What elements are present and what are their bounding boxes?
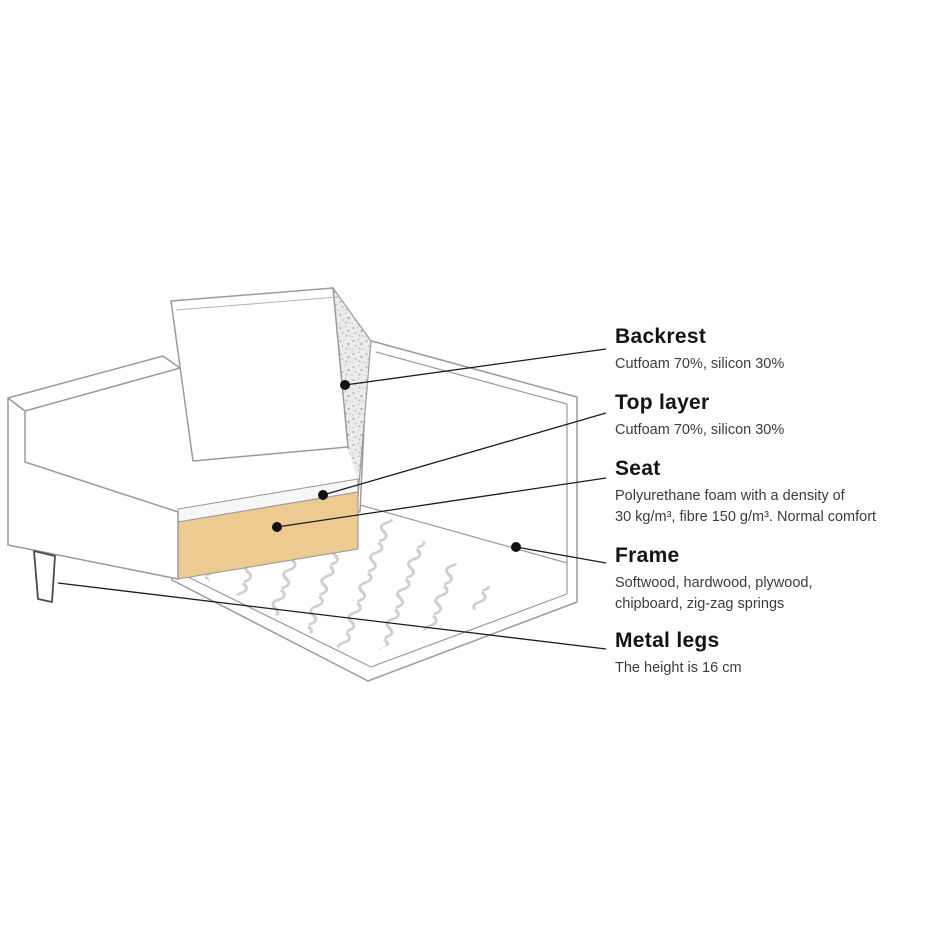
frame-inner-edges: [179, 351, 568, 668]
label-frame-title: Frame: [615, 544, 680, 567]
label-metal-legs-title: Metal legs: [615, 629, 720, 652]
label-backrest: Backrest Cutfoam 70%, silicon 30%: [615, 325, 937, 375]
sofa-leg: [33, 550, 56, 603]
backrest-cushion: [170, 287, 349, 462]
leader-seat: [276, 477, 607, 528]
label-top-layer-desc: Cutfoam 70%, silicon 30%: [615, 422, 785, 438]
leader-metal-legs: [57, 582, 607, 650]
dot-top-layer: [318, 490, 328, 500]
label-seat-title: Seat: [615, 457, 661, 480]
label-metal-legs-desc: The height is 16 cm: [615, 660, 742, 676]
callout-lines: [57, 348, 607, 650]
label-top-layer-title: Top layer: [615, 391, 710, 414]
leader-top-layer: [322, 412, 607, 496]
label-backrest-desc: Cutfoam 70%, silicon 30%: [615, 356, 785, 372]
dot-frame: [511, 542, 521, 552]
dot-seat: [272, 522, 282, 532]
zigzag-springs: [198, 510, 505, 658]
dot-backrest: [340, 380, 350, 390]
label-top-layer: Top layer Cutfoam 70%, silicon 30%: [615, 391, 937, 441]
label-frame: Frame Softwood, hardwood, plywood, chipb…: [615, 544, 937, 615]
label-seat-desc: Polyurethane foam with a density of 30 k…: [615, 488, 877, 526]
label-seat: Seat Polyurethane foam with a density of…: [615, 457, 937, 528]
label-frame-desc: Softwood, hardwood, plywood, chipboard, …: [615, 575, 813, 613]
label-metal-legs: Metal legs The height is 16 cm: [615, 629, 937, 679]
leader-frame: [515, 546, 607, 564]
armrest: [7, 355, 181, 412]
callout-dots: [272, 380, 521, 552]
label-backrest-title: Backrest: [615, 325, 707, 348]
leader-backrest: [344, 348, 607, 386]
